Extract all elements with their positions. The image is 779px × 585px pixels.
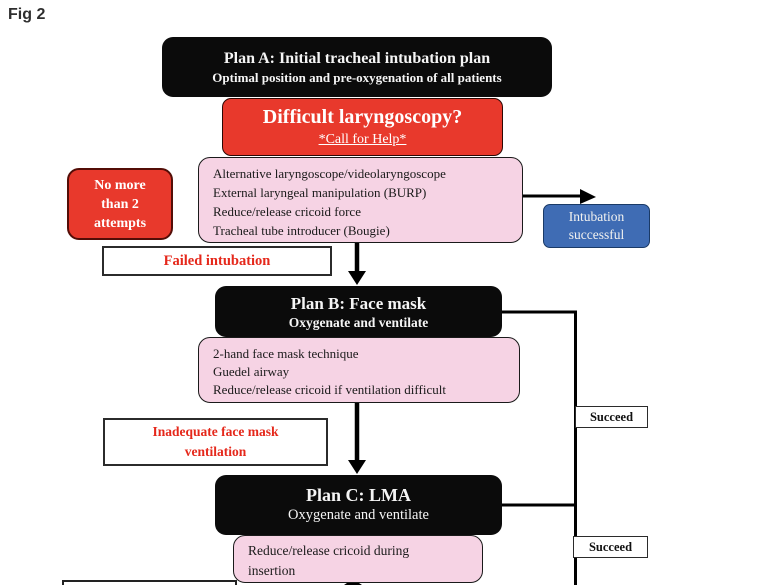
succeed-label-top: Succeed (575, 406, 648, 428)
plan-b-box: Plan B: Face mask Oxygenate and ventilat… (215, 286, 502, 337)
clipped-bottom-label-box (62, 580, 237, 585)
plan-b-title: Plan B: Face mask (290, 293, 427, 313)
plan-c-title: Plan C: LMA (306, 485, 411, 505)
plan-b-action-line: Guedel airway (213, 364, 290, 379)
attempts-limit-line: than 2 (101, 196, 139, 212)
plan-a-box: Plan A: Initial tracheal intubation plan… (162, 37, 552, 97)
difficult-laryngoscopy-box: Difficult laryngoscopy? *Call for Help* (222, 98, 503, 156)
plan-a-action-line: Reduce/release cricoid force (213, 204, 361, 219)
plan-c-box: Plan C: LMA Oxygenate and ventilate (215, 475, 502, 535)
succeed-label-bottom: Succeed (573, 536, 648, 558)
plan-c-subtitle: Oxygenate and ventilate (288, 507, 429, 523)
attempts-limit-line: No more (94, 177, 146, 193)
plan-b-action-line: 2-hand face mask technique (213, 346, 359, 361)
plan-c-action-line: insertion (248, 563, 296, 578)
inadequate-ventilation-label: Inadequate face mask ventilation (103, 418, 328, 466)
plan-a-actions-box: Alternative laryngoscope/videolaryngosco… (198, 157, 523, 243)
inadequate-ventilation-line: ventilation (184, 444, 247, 459)
failed-intubation-text: Failed intubation (163, 252, 271, 269)
intubation-successful-line: successful (568, 227, 625, 242)
arrow-plan-b-to-plan-c (348, 403, 366, 474)
failed-intubation-label: Failed intubation (102, 246, 332, 276)
attempts-limit-line: attempts (93, 215, 147, 231)
plan-b-subtitle: Oxygenate and ventilate (288, 314, 429, 330)
succeed-bottom-text: Succeed (588, 539, 633, 554)
inadequate-ventilation-line: Inadequate face mask (152, 424, 279, 439)
intubation-successful-line: Intubation (568, 209, 625, 224)
plan-a-title: Plan A: Initial tracheal intubation plan (223, 50, 491, 67)
plan-a-action-line: Tracheal tube introducer (Bougie) (213, 223, 390, 238)
plan-b-action-line: Reduce/release cricoid if ventilation di… (213, 382, 446, 397)
attempts-limit-box: No more than 2 attempts (67, 168, 173, 240)
plan-a-action-line: External laryngeal manipulation (BURP) (213, 185, 427, 200)
arrow-plan-a-to-plan-b (348, 243, 366, 285)
difficult-laryngoscopy-title: Difficult laryngoscopy? (262, 106, 463, 128)
plan-c-actions-box: Reduce/release cricoid during insertion (233, 535, 483, 583)
plan-a-action-line: Alternative laryngoscope/videolaryngosco… (213, 166, 446, 181)
plan-a-subtitle: Optimal position and pre-oxygenation of … (212, 70, 502, 85)
plan-b-actions-box: 2-hand face mask technique Guedel airway… (198, 337, 520, 403)
intubation-successful-box: Intubation successful (543, 204, 650, 248)
succeed-top-text: Succeed (589, 409, 634, 424)
plan-c-action-line: Reduce/release cricoid during (248, 543, 410, 558)
figure-label: Fig 2 (8, 6, 46, 23)
arrow-to-intubation-successful (522, 189, 596, 204)
call-for-help-note: *Call for Help* (318, 132, 407, 147)
